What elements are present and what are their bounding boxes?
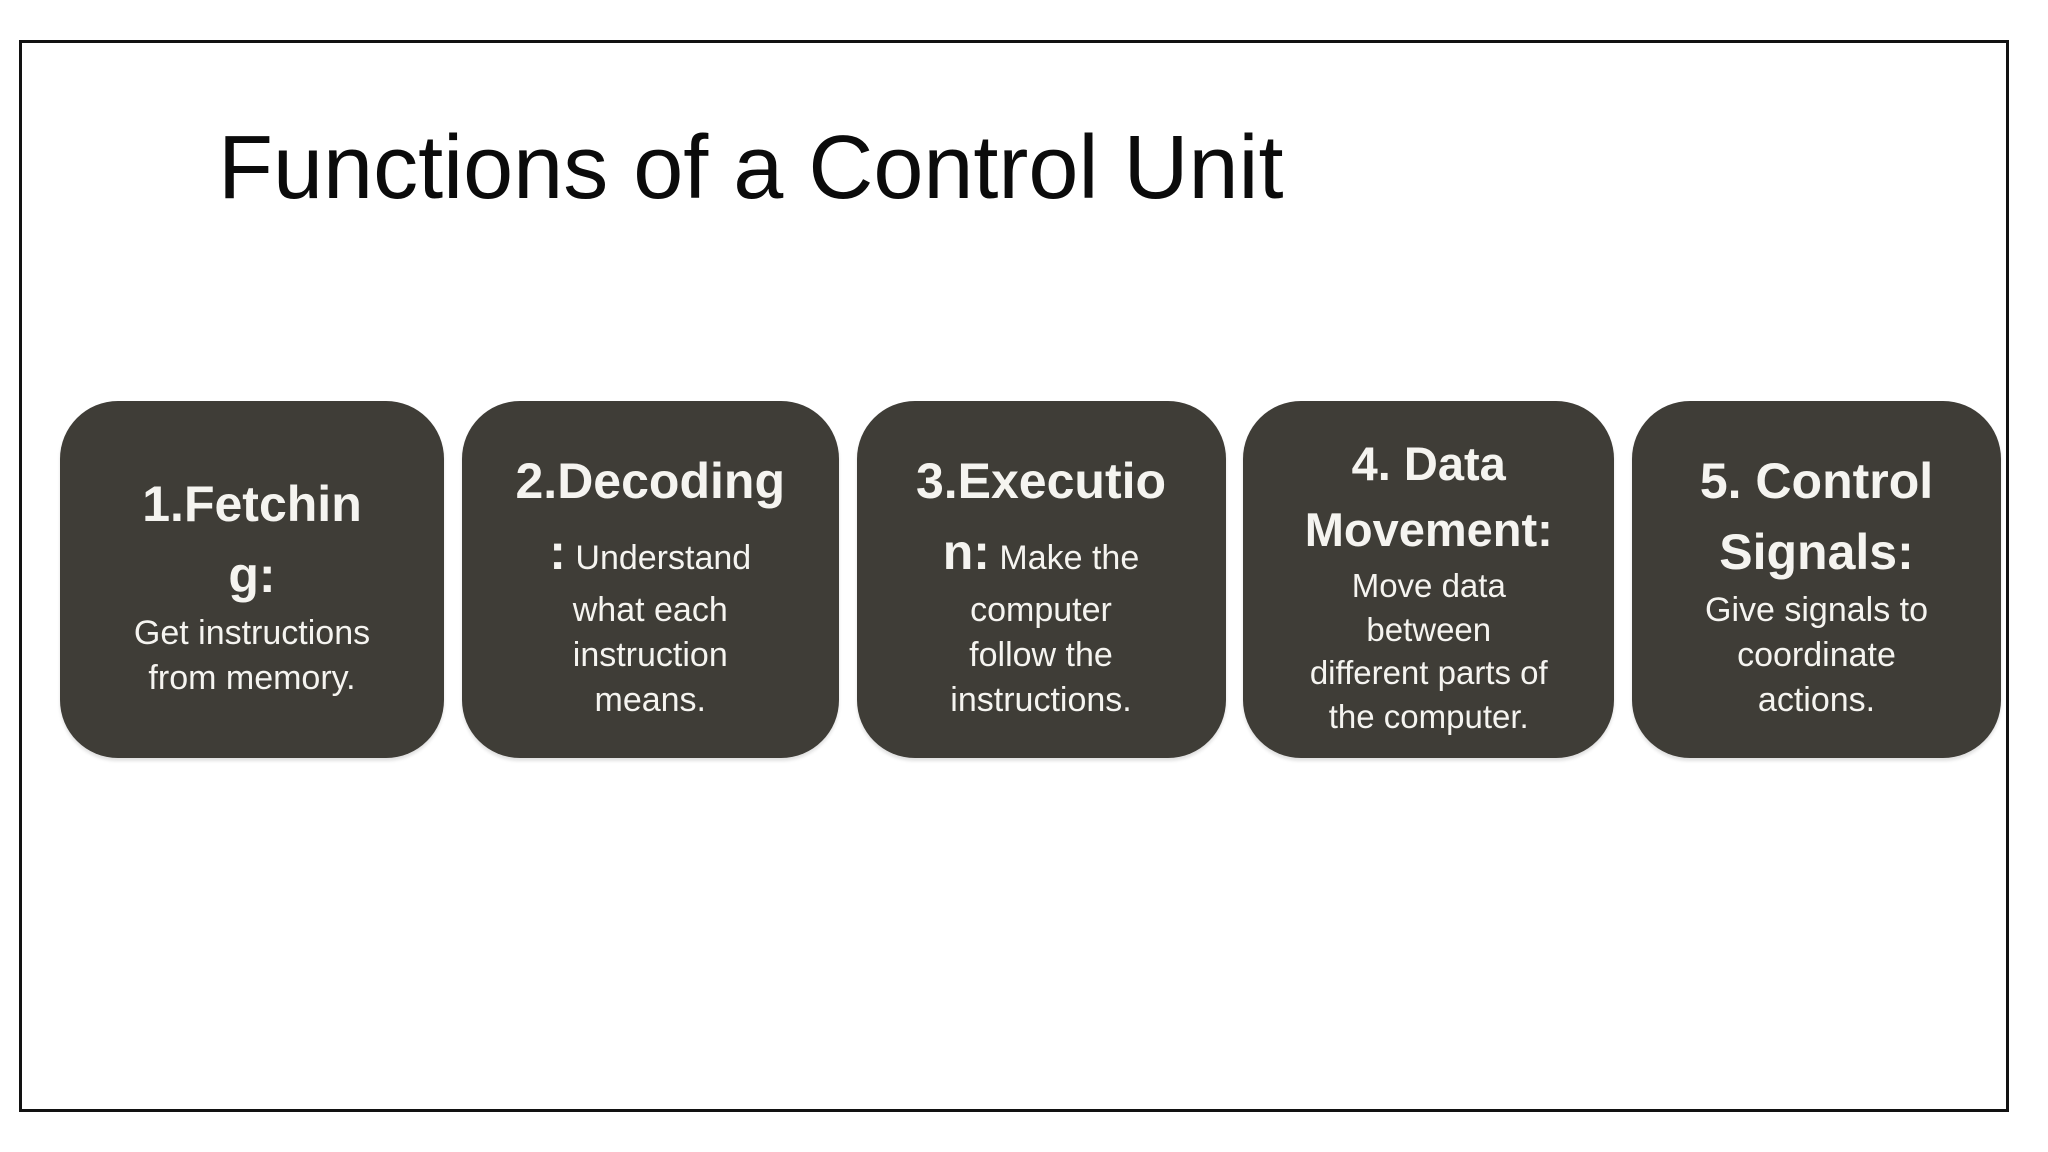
box-heading-segment: g:: [228, 546, 276, 603]
box-text-line: Get instructions: [134, 611, 370, 656]
box-heading-segment: n:: [942, 524, 990, 581]
box-text-line: 2.Decoding: [516, 446, 785, 517]
box-heading-segment: 4. Data: [1351, 436, 1506, 490]
box-body-segment: actions.: [1757, 680, 1876, 719]
box-body-segment: instruction: [572, 636, 728, 675]
box-body-segment: coordinate: [1737, 636, 1896, 675]
box-text-line: coordinate: [1737, 633, 1896, 678]
box-body-segment: from memory.: [148, 658, 356, 697]
box-text-line: follow the: [969, 633, 1113, 678]
box-body-segment: Give signals to: [1705, 591, 1928, 630]
box-body-segment: different parts of: [1309, 654, 1548, 692]
box-heading-segment: Signals:: [1719, 524, 1914, 581]
box-heading-segment: :: [549, 524, 566, 581]
box-text-line: 3.Executio: [916, 446, 1166, 517]
box-text-line: actions.: [1758, 678, 1875, 723]
box-text-line: Give signals to: [1705, 588, 1928, 633]
box-text-line: different parts of: [1310, 651, 1548, 695]
box-heading-segment: 5. Control: [1699, 453, 1934, 510]
box-text-line: the computer.: [1329, 695, 1529, 739]
box-text-line: what each: [573, 588, 728, 633]
box-text-line: between: [1366, 608, 1491, 652]
slide-title: Functions of a Control Unit: [218, 118, 1284, 218]
box-body-segment: Move data: [1351, 567, 1506, 605]
box-body-segment: instructions.: [950, 680, 1132, 719]
box-heading-segment: 3.Executio: [915, 453, 1167, 510]
box-text-line: instruction: [573, 633, 728, 678]
box-body-segment: Make the: [989, 539, 1140, 578]
box-text-line: n: Make the: [943, 517, 1140, 588]
box-text-line: : Understand: [549, 517, 751, 588]
box-text-line: Movement:: [1305, 497, 1553, 564]
box-body-segment: Get instructions: [133, 613, 371, 652]
function-box-fetching: 1.Fetchin g: Get instructions from memory.: [60, 401, 444, 758]
box-heading-segment: 1.Fetchin: [142, 475, 362, 532]
box-text-line: 4. Data: [1352, 431, 1506, 498]
box-text-line: Move data: [1352, 564, 1506, 608]
box-body-segment: the computer.: [1328, 697, 1529, 735]
box-text-line: computer: [970, 588, 1112, 633]
box-body-segment: means.: [594, 680, 707, 719]
box-text-line: 5. Control: [1700, 446, 1933, 517]
box-body-segment: computer: [970, 591, 1112, 630]
box-text-line: 1.Fetchin: [142, 469, 361, 540]
box-text-line: Signals:: [1719, 517, 1913, 588]
box-text-line: from memory.: [148, 656, 355, 701]
box-text-line: instructions.: [950, 678, 1131, 723]
box-body-segment: between: [1366, 610, 1492, 648]
box-heading-segment: 2.Decoding: [515, 453, 785, 510]
box-heading-segment: Movement:: [1304, 503, 1553, 557]
box-body-segment: Understand: [565, 539, 752, 578]
slide-frame: Functions of a Control Unit 1.Fetchin g: G…: [19, 40, 2009, 1112]
box-text-line: g:: [228, 540, 275, 611]
box-body-segment: what each: [572, 591, 728, 630]
box-body-segment: follow the: [969, 636, 1113, 675]
function-boxes-row: 1.Fetchin g: Get instructions from memory. 2…: [60, 401, 2001, 758]
box-text-line: means.: [595, 678, 707, 723]
